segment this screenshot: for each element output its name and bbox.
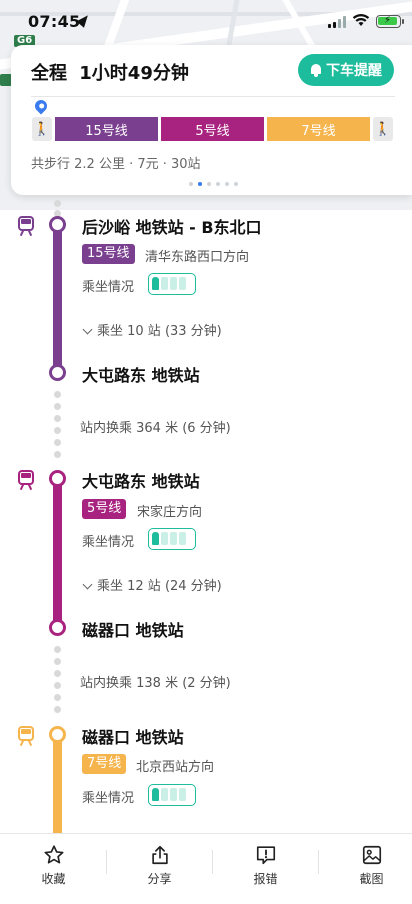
wifi-icon (352, 13, 370, 29)
bell-icon (310, 63, 322, 77)
report-error-label: 报错 (253, 872, 278, 886)
ride-stops-label: 乘坐 10 站 (33 分钟) (97, 324, 222, 339)
cellular-signal-icon (328, 16, 346, 28)
walk-icon: 🚶 (32, 117, 52, 141)
alight-reminder-label: 下车提醒 (326, 63, 382, 79)
connector-dot (54, 670, 61, 677)
crowd-level-icon[interactable] (148, 273, 196, 295)
report-error-icon (214, 844, 317, 866)
favorite-button[interactable]: 收藏 (2, 844, 105, 887)
connector-dot (54, 646, 61, 653)
segment-line-15: 15号线 (55, 117, 158, 141)
line-5-track (53, 478, 62, 628)
ride-stops-toggle[interactable]: 乘坐 10 站 (33 分钟) (82, 320, 222, 339)
road-shield-label: G6 (14, 35, 36, 47)
status-time: 07:45 (28, 12, 81, 31)
divider (106, 850, 107, 874)
station-node (49, 619, 66, 636)
page-dot (189, 182, 193, 186)
bottom-toolbar: 收藏 分享 报错 截图 (0, 833, 412, 904)
crowd-label: 乘坐情况 (82, 791, 135, 806)
line-15-track (53, 224, 62, 374)
station-node (49, 364, 66, 381)
page-dot-active (198, 182, 202, 186)
favorite-label: 收藏 (41, 872, 66, 886)
connector-dot (54, 694, 61, 701)
segment-line-7: 7号线 (267, 117, 370, 141)
star-icon (2, 844, 105, 866)
segment-line-5: 5号线 (161, 117, 264, 141)
alight-reminder-button[interactable]: 下车提醒 (298, 54, 394, 86)
station-node (49, 726, 66, 743)
transfer-info: 站内换乘 138 米 (2 分钟) (80, 676, 231, 691)
subway-train-icon (16, 216, 36, 237)
connector-dot (54, 682, 61, 689)
total-label: 全程 (31, 63, 67, 84)
line-direction: 清华东路西口方向 (145, 250, 250, 265)
chevron-down-icon (82, 579, 93, 590)
connector-dot (54, 403, 61, 410)
station-node (49, 216, 66, 233)
duration-value: 1小时49分钟 (79, 63, 189, 84)
board-station[interactable]: 大屯路东 地铁站 (82, 472, 200, 491)
connector-dot (54, 200, 61, 207)
line-badge: 15号线 (82, 244, 135, 264)
screenshot-icon (320, 844, 412, 866)
connector-dot (54, 391, 61, 398)
road-shield-partial (0, 74, 12, 86)
page-dot (225, 182, 229, 186)
screenshot-label: 截图 (359, 872, 384, 886)
status-bar: 07:45 ⚡ (0, 0, 412, 44)
connector-dot (54, 706, 61, 713)
divider (31, 96, 395, 97)
station-node (49, 470, 66, 487)
screenshot-button[interactable]: 截图 (320, 844, 412, 887)
subway-train-icon (16, 726, 36, 747)
line-direction: 北京西站方向 (136, 760, 215, 775)
connector-dot (54, 415, 61, 422)
chevron-down-icon (82, 324, 93, 335)
transfer-info: 站内换乘 364 米 (6 分钟) (80, 421, 231, 436)
ride-stops-label: 乘坐 12 站 (24 分钟) (97, 579, 222, 594)
board-station[interactable]: 后沙峪 地铁站 - B东北口 (82, 218, 262, 237)
alight-station[interactable]: 大屯路东 地铁站 (82, 366, 200, 385)
route-summary-card[interactable]: 全程 1小时49分钟 下车提醒 🚶 15号线 5号线 7号线 🚶 共步行 2.2… (11, 45, 412, 195)
divider (318, 850, 319, 874)
divider (212, 850, 213, 874)
subway-train-icon (16, 470, 36, 491)
page-indicator[interactable] (189, 182, 238, 186)
board-station[interactable]: 磁器口 地铁站 (82, 728, 184, 747)
route-meta: 共步行 2.2 公里 · 7元 · 30站 (31, 157, 201, 172)
alight-station[interactable]: 磁器口 地铁站 (82, 621, 184, 640)
location-pin-icon (32, 97, 50, 115)
report-error-button[interactable]: 报错 (214, 844, 317, 887)
crowd-level-icon[interactable] (148, 528, 196, 550)
connector-dot (54, 658, 61, 665)
walk-icon: 🚶 (373, 117, 393, 141)
crowd-label: 乘坐情况 (82, 280, 135, 295)
connector-dot (54, 451, 61, 458)
connector-dot (54, 210, 61, 217)
connector-dot (54, 427, 61, 434)
total-duration: 全程 1小时49分钟 (31, 59, 189, 85)
ride-stops-toggle[interactable]: 乘坐 12 站 (24 分钟) (82, 575, 222, 594)
share-label: 分享 (147, 872, 172, 886)
line-7-track (53, 734, 62, 854)
crowd-label: 乘坐情况 (82, 535, 135, 550)
page-dot (207, 182, 211, 186)
share-icon (108, 844, 211, 866)
page-dot (216, 182, 220, 186)
crowd-level-icon[interactable] (148, 784, 196, 806)
line-badge: 7号线 (82, 754, 127, 774)
share-button[interactable]: 分享 (108, 844, 211, 887)
line-badge: 5号线 (82, 499, 127, 519)
page-dot (234, 182, 238, 186)
connector-dot (54, 439, 61, 446)
battery-charging-icon: ⚡ (376, 15, 404, 28)
line-direction: 宋家庄方向 (137, 505, 203, 520)
map-road (0, 12, 412, 16)
